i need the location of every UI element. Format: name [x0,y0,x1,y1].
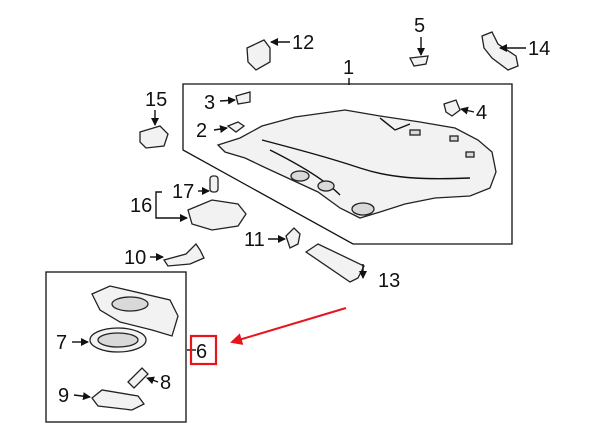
callout-5: 5 [414,15,425,37]
callout-7: 7 [56,332,67,354]
callout-4: 4 [476,102,487,124]
callout-2: 2 [196,120,207,142]
bulb-part-8 [127,367,149,389]
trim-part-14 [481,31,519,71]
callout-3: 3 [204,92,215,114]
clip-part-11 [285,227,301,249]
bracket-part-12 [246,39,271,71]
leader-4 [460,106,475,115]
headliner-panel [216,109,497,219]
highlight-arrow [230,307,347,345]
callout-6: 6 [196,341,207,363]
bracket-part-10 [162,242,205,267]
callout-9: 9 [58,385,69,407]
callout-11: 11 [244,229,265,251]
bulb-part-17 [209,175,219,193]
callout-8: 8 [160,372,171,394]
console-part-16 [187,199,247,231]
clip-part-4 [443,99,461,117]
callout-15: 15 [145,89,167,111]
highlight-box-6 [189,334,218,366]
lens-part-9 [91,389,145,411]
headliner-assembly-box [182,83,513,245]
callout-1: 1 [343,57,354,79]
leader-8 [146,376,159,385]
rail-part-13 [304,243,365,283]
clip-part-15 [139,125,169,149]
callout-10: 10 [124,247,146,269]
callout-14: 14 [528,38,550,60]
clip-part-5 [409,55,429,67]
visor-mirror [111,296,149,312]
leader-2 [213,125,228,134]
clip-part-2 [226,121,246,133]
leader-3 [219,96,236,105]
callout-13: 13 [378,270,400,292]
clip-part-3 [235,91,251,105]
leader-9 [73,392,91,401]
callout-12: 12 [292,32,314,54]
callout-16: 16 [130,195,152,217]
callout-17: 17 [172,181,194,203]
sunvisor-group-box [45,271,187,423]
bracket-16 [155,191,162,219]
